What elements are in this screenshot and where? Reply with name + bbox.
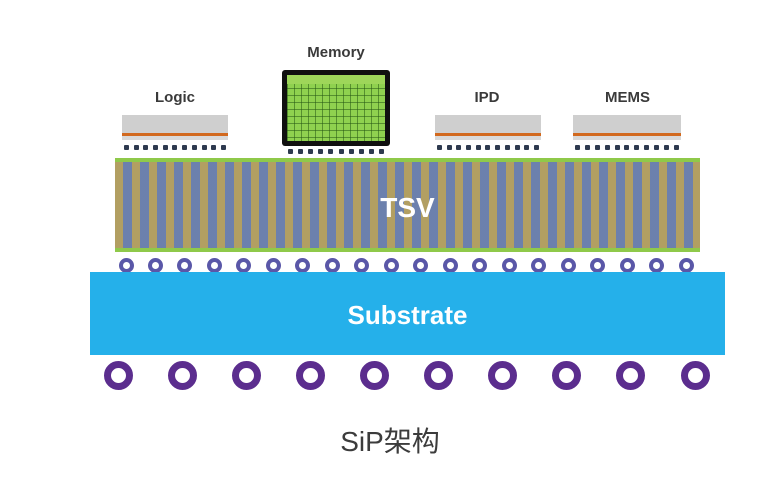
tsv-label: TSV — [380, 192, 435, 223]
microbump — [354, 257, 370, 273]
solder-ball — [552, 360, 582, 390]
solder-ball — [167, 360, 197, 390]
microbump — [531, 257, 547, 273]
microbump — [177, 257, 193, 273]
logic-label: Logic — [155, 89, 195, 106]
mems-bumps — [575, 145, 679, 150]
solder-ball — [680, 360, 710, 390]
solder-ball — [295, 360, 325, 390]
microbump — [619, 257, 635, 273]
mems-die — [573, 115, 681, 140]
ipd-die — [435, 115, 541, 140]
memory-bumps — [288, 149, 384, 154]
microbump — [236, 257, 252, 273]
solder-ball — [616, 360, 646, 390]
solder-ball — [488, 360, 518, 390]
microbump — [442, 257, 458, 273]
substrate: Substrate — [90, 272, 725, 355]
ipd-label: IPD — [474, 89, 500, 106]
solder-ball — [359, 360, 389, 390]
microbump — [324, 257, 340, 273]
ipd-bumps — [437, 145, 539, 150]
microbump — [472, 257, 488, 273]
microbump — [590, 257, 606, 273]
memory-label: Memory — [307, 44, 365, 61]
memory-die — [282, 70, 390, 146]
microbump — [560, 257, 576, 273]
microbump — [649, 257, 665, 273]
diagram-caption: SiP架构 — [340, 426, 440, 457]
microbump — [383, 257, 399, 273]
microbump — [206, 257, 222, 273]
microbump — [678, 257, 694, 273]
logic-die — [122, 115, 228, 140]
microbump — [501, 257, 517, 273]
mems-label: MEMS — [605, 89, 650, 106]
substrate-label: Substrate — [347, 300, 468, 330]
solder-ball — [103, 360, 133, 390]
solder-ball — [424, 360, 454, 390]
microbump — [265, 257, 281, 273]
tsv-interposer: TSV — [115, 158, 700, 252]
microbump — [413, 257, 429, 273]
solder-ball — [231, 360, 261, 390]
microbump — [147, 257, 163, 273]
tsv-columns — [115, 162, 700, 248]
logic-bumps — [124, 145, 226, 150]
microbump — [295, 257, 311, 273]
microbump — [118, 257, 134, 273]
